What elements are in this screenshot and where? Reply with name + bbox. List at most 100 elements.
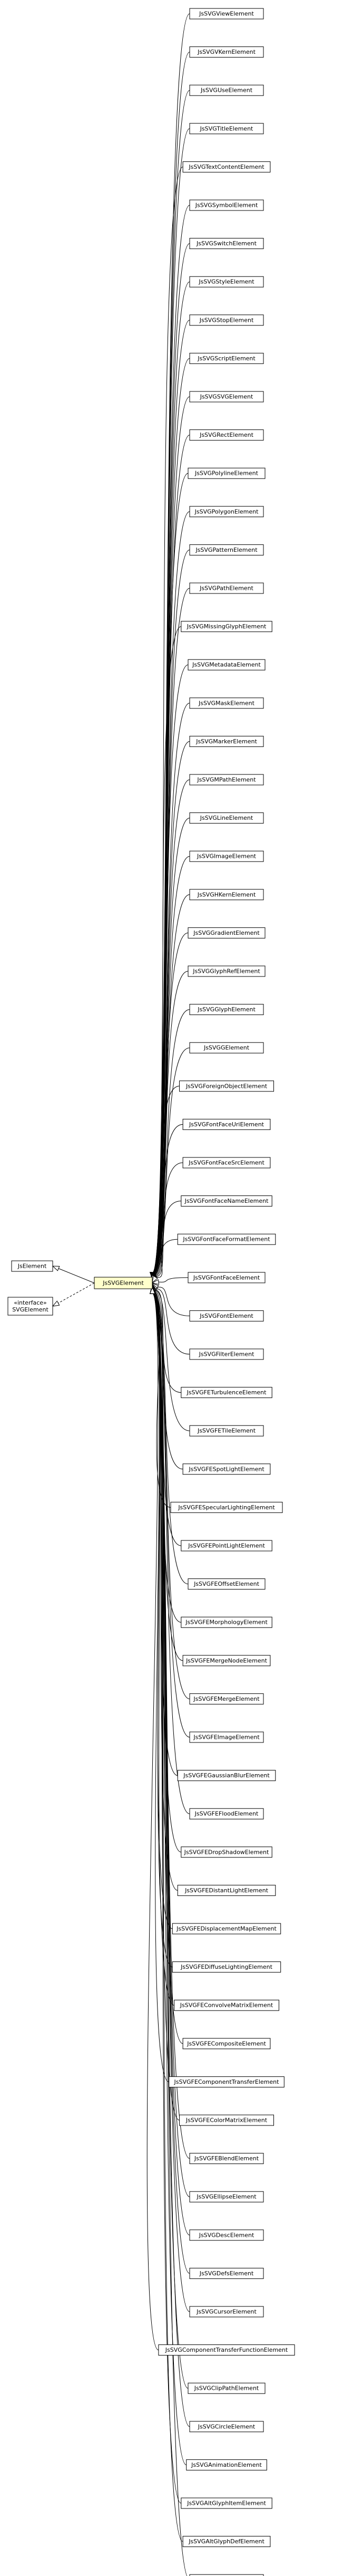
class-js-svgfe-flood-element-label: JsSVGFEFloodElement (194, 1811, 259, 1817)
interface-svg-element[interactable]: «interface»SVGElement (7, 1297, 53, 1316)
class-js-svg-marker-element-box (189, 735, 264, 747)
class-js-svg-glyph-element[interactable]: JsSVGGlyphElement (189, 1004, 264, 1016)
class-js-svg-font-element-label: JsSVGFontElement (199, 1313, 253, 1319)
class-js-svg-defs-element[interactable]: JsSVGDefsElement (189, 2267, 264, 2279)
class-js-svgh-kern-element[interactable]: JsSVGHKernElement (189, 889, 264, 901)
class-js-svg-font-element[interactable]: JsSVGFontElement (189, 1310, 264, 1321)
class-js-svg-mask-element[interactable]: JsSVGMaskElement (189, 697, 264, 709)
class-js-svgfe-composite-element[interactable]: JsSVGFECompositeElement (182, 2038, 271, 2050)
class-js-svg-view-element[interactable]: JsSVGViewElement (189, 8, 264, 20)
class-js-svg-marker-element[interactable]: JsSVGMarkerElement (189, 735, 264, 747)
class-js-svgfe-diffuse-lighting-element[interactable]: JsSVGFEDiffuseLightingElement (172, 1961, 281, 1973)
class-js-svg-gradient-element[interactable]: JsSVGGradientElement (188, 927, 266, 939)
class-js-svg-symbol-element[interactable]: JsSVGSymbolElement (189, 199, 264, 211)
class-js-svgfe-specular-lighting-element[interactable]: JsSVGFESpecularLightingElement (170, 1501, 283, 1513)
class-js-svgfe-color-matrix-element[interactable]: JsSVGFEColorMatrixElement (179, 2114, 274, 2126)
class-js-svg-component-transfer-function-element-box (158, 2344, 295, 2356)
class-js-svgfe-morphology-element[interactable]: JsSVGFEMorphologyElement (181, 1616, 272, 1628)
class-js-svgfe-merge-element[interactable]: JsSVGFEMergeElement (189, 1693, 264, 1704)
class-js-svgfe-blend-element-label: JsSVGFEBlendElement (194, 2155, 259, 2162)
class-js-svg-element[interactable]: JsSVGElement (94, 1277, 153, 1289)
class-js-svgfe-distant-light-element[interactable]: JsSVGFEDistantLightElement (177, 1884, 276, 1896)
class-js-svgv-kern-element[interactable]: JsSVGVKernElement (189, 46, 264, 58)
interface-svg-element-label: «interface» (14, 1299, 47, 1306)
class-js-svg-font-face-uri-element-edge (153, 1124, 183, 1276)
class-js-svg-font-face-format-element[interactable]: JsSVGFontFaceFormatElement (177, 1233, 276, 1245)
class-js-svgfe-image-element[interactable]: JsSVGFEImageElement (189, 1731, 264, 1743)
class-js-svg-alt-glyph-def-element[interactable]: JsSVGAltGlyphDefElement (182, 2536, 271, 2548)
class-js-element[interactable]: JsElement (11, 1260, 53, 1272)
class-js-svg-foreign-object-element-box (179, 1080, 274, 1092)
class-js-svg-path-element[interactable]: JsSVGPathElement (189, 582, 264, 594)
class-js-svgfe-flood-element-box (189, 1808, 264, 1820)
class-js-svgfe-component-transfer-element[interactable]: JsSVGFEComponentTransferElement (169, 2076, 285, 2087)
class-js-svgfe-tile-element[interactable]: JsSVGFETileElement (189, 1425, 264, 1437)
class-js-svg-mask-element-label: JsSVGMaskElement (198, 700, 255, 706)
class-js-svg-foreign-object-element[interactable]: JsSVGForeignObjectElement (179, 1080, 274, 1092)
class-js-svg-line-element[interactable]: JsSVGLineElement (189, 812, 264, 824)
class-js-svg-desc-element[interactable]: JsSVGDescElement (189, 2229, 264, 2241)
class-js-svgm-path-element-box (189, 774, 264, 786)
class-js-svg-glyph-ref-element[interactable]: JsSVGGlyphRefElement (188, 965, 266, 977)
class-js-svg-script-element[interactable]: JsSVGScriptElement (189, 352, 264, 364)
class-js-svg-cursor-element-label: JsSVGCursorElement (196, 2309, 257, 2315)
class-js-svg-font-face-element[interactable]: JsSVGFontFaceElement (188, 1272, 266, 1284)
class-js-svgv-kern-element-label: JsSVGVKernElement (197, 49, 256, 55)
class-js-svgm-path-element[interactable]: JsSVGMPathElement (189, 774, 264, 786)
class-js-svga-element[interactable]: JsSVGAElement (189, 2574, 264, 2576)
class-js-svg-font-face-name-element-box (181, 1195, 272, 1207)
class-js-svgfe-blend-element[interactable]: JsSVGFEBlendElement (189, 2153, 264, 2165)
class-js-svg-font-element-box (189, 1310, 264, 1321)
class-js-svg-circle-element[interactable]: JsSVGCircleElement (189, 2421, 264, 2433)
class-js-svg-title-element-label: JsSVGTitleElement (200, 125, 253, 132)
class-js-svg-title-element[interactable]: JsSVGTitleElement (189, 123, 264, 135)
class-js-svg-view-element-label: JsSVGViewElement (199, 11, 254, 17)
class-js-svgfe-flood-element[interactable]: JsSVGFEFloodElement (189, 1808, 264, 1820)
class-js-svgfe-offset-element[interactable]: JsSVGFEOffsetElement (188, 1578, 266, 1590)
class-js-svg-alt-glyph-item-element[interactable]: JsSVGAltGlyphItemElement (181, 2497, 272, 2509)
class-js-svgfe-distant-light-element-box (177, 1884, 276, 1896)
class-js-svgg-element[interactable]: JsSVGGElement (189, 1042, 264, 1054)
class-js-svg-polygon-element[interactable]: JsSVGPolygonElement (189, 506, 264, 518)
class-js-svg-filter-element-box (189, 1348, 264, 1360)
class-js-svg-filter-element[interactable]: JsSVGFilterElement (189, 1348, 264, 1360)
class-js-svg-image-element[interactable]: JsSVGImageElement (189, 850, 264, 862)
class-js-svg-cursor-element[interactable]: JsSVGCursorElement (189, 2306, 264, 2318)
class-js-svg-rect-element[interactable]: JsSVGRectElement (189, 429, 264, 441)
class-js-svg-font-face-uri-element[interactable]: JsSVGFontFaceUriElement (182, 1118, 271, 1130)
class-js-svg-style-element[interactable]: JsSVGStyleElement (189, 276, 264, 288)
class-js-svg-ellipse-element[interactable]: JsSVGEllipseElement (189, 2191, 264, 2202)
class-js-svg-missing-glyph-element[interactable]: JsSVGMissingGlyphElement (181, 621, 272, 633)
class-js-svg-text-content-element[interactable]: JsSVGTextContentElement (182, 161, 271, 173)
class-js-svg-missing-glyph-element-label: JsSVGMissingGlyphElement (187, 623, 267, 630)
class-js-svgfe-merge-node-element[interactable]: JsSVGFEMergeNodeElement (182, 1655, 271, 1667)
class-js-svg-pattern-element[interactable]: JsSVGPatternElement (189, 544, 264, 556)
class-js-svgfe-drop-shadow-element[interactable]: JsSVGFEDropShadowElement (181, 1846, 272, 1858)
class-js-svg-font-face-src-element[interactable]: JsSVGFontFaceSrcElement (182, 1157, 271, 1169)
class-js-svgfe-displacement-map-element[interactable]: JsSVGFEDisplacementMapElement (172, 1923, 281, 1935)
class-js-svgfe-turbulence-element[interactable]: JsSVGFETurbulenceElement (181, 1387, 272, 1399)
class-js-svg-clip-path-element[interactable]: JsSVGClipPathElement (188, 2382, 266, 2394)
class-js-svgfe-displacement-map-element-box (172, 1923, 281, 1935)
class-js-svg-stop-element-box (189, 314, 264, 326)
class-js-svgsvg-element[interactable]: JsSVGSVGElement (189, 391, 264, 403)
class-js-svg-use-element[interactable]: JsSVGUseElement (189, 84, 264, 96)
class-js-svg-switch-element[interactable]: JsSVGSwitchElement (189, 238, 264, 250)
class-js-svg-polyline-element[interactable]: JsSVGPolylineElement (188, 467, 266, 479)
class-js-svg-use-element-box (189, 84, 264, 96)
class-js-svgfe-convolve-matrix-element[interactable]: JsSVGFEConvolveMatrixElement (174, 1999, 279, 2011)
class-js-svg-component-transfer-function-element[interactable]: JsSVGComponentTransferFunctionElement (158, 2344, 295, 2356)
class-js-svg-foreign-object-element-edge (153, 1086, 180, 1275)
class-js-svgfe-gaussian-blur-element[interactable]: JsSVGFEGaussianBlurElement (177, 1770, 276, 1782)
class-js-svg-font-face-src-element-box (182, 1157, 271, 1169)
class-js-svgfe-point-light-element[interactable]: JsSVGFEPointLightElement (181, 1540, 272, 1552)
class-js-svg-font-face-uri-element-box (182, 1118, 271, 1130)
class-js-svg-font-face-name-element[interactable]: JsSVGFontFaceNameElement (181, 1195, 272, 1207)
class-js-svg-metadata-element[interactable]: JsSVGMetadataElement (188, 659, 266, 671)
class-js-svg-stop-element[interactable]: JsSVGStopElement (189, 314, 264, 326)
class-js-svg-animation-element[interactable]: JsSVGAnimationElement (186, 2459, 267, 2470)
class-js-svg-use-element-label: JsSVGUseElement (200, 87, 253, 94)
class-js-svgfe-convolve-matrix-element-box (174, 1999, 279, 2011)
class-js-svgfe-spot-light-element[interactable]: JsSVGFESpotLightElement (182, 1463, 271, 1475)
